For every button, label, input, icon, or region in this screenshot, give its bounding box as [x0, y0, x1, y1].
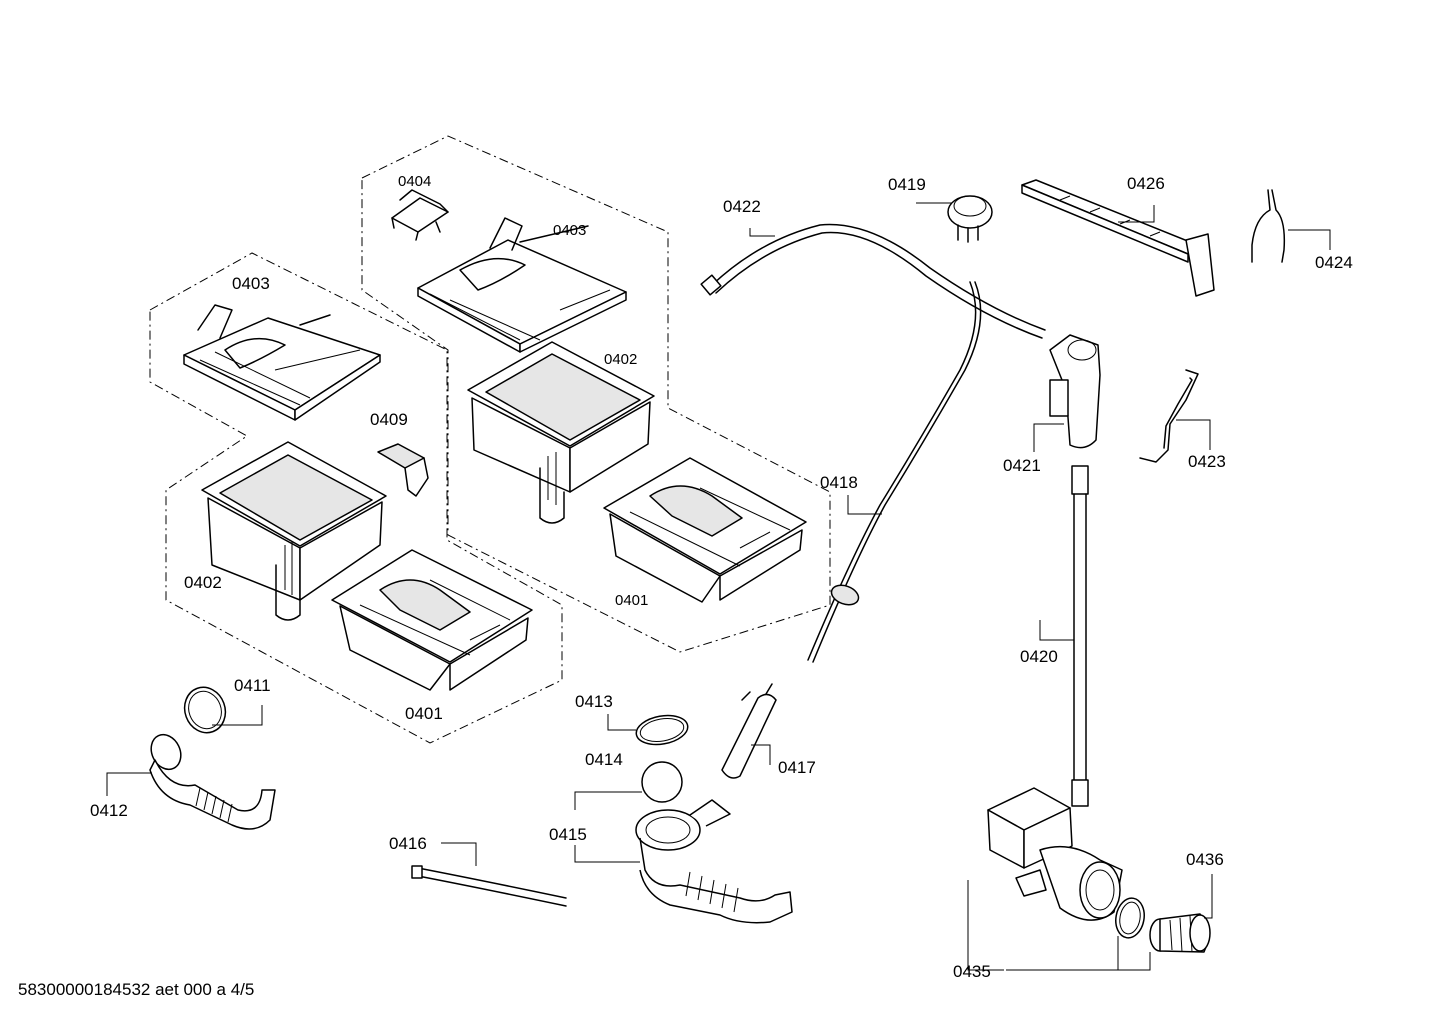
label-0403-left: 0403 — [232, 274, 270, 293]
label-0412: 0412 — [90, 801, 128, 820]
leader-lines — [106, 202, 1331, 971]
part-0436-filter — [1149, 913, 1211, 953]
label-0403-right: 0403 — [553, 222, 586, 239]
label-0404: 0404 — [398, 173, 431, 190]
label-0402-left: 0402 — [184, 573, 222, 592]
label-0435: 0435 — [953, 962, 991, 981]
part-0416-small-hose — [411, 865, 567, 907]
label-0414: 0414 — [585, 750, 623, 769]
label-0417: 0417 — [778, 758, 816, 777]
part-0403-right-cover — [417, 217, 627, 353]
part-0421-valve — [1049, 334, 1101, 449]
part-0436-seal — [1115, 897, 1145, 939]
part-0420-vertical-hose — [1071, 465, 1089, 807]
label-0415: 0415 — [549, 825, 587, 844]
label-0401-right: 0401 — [615, 592, 648, 609]
label-0418: 0418 — [820, 473, 858, 492]
part-0401-left-drawer-insert — [331, 549, 533, 691]
label-0411: 0411 — [234, 676, 271, 695]
label-0426: 0426 — [1127, 174, 1165, 193]
part-0418-cable — [807, 281, 982, 663]
part-0411-ring — [183, 686, 227, 734]
label-0402-right: 0402 — [604, 351, 637, 368]
right-assembly-outline — [361, 135, 831, 653]
label-0420: 0420 — [1020, 647, 1058, 666]
label-0419: 0419 — [888, 175, 926, 194]
part-0403-left-cover — [183, 304, 381, 421]
part-0422-hose — [700, 223, 1046, 339]
part-0402-right-drawer-box — [467, 341, 655, 524]
label-0436: 0436 — [1186, 850, 1224, 869]
part-0426-rail — [1021, 179, 1215, 297]
part-0413-seal — [635, 714, 689, 746]
label-0423: 0423 — [1188, 452, 1226, 471]
label-0421: 0421 — [1003, 456, 1041, 475]
part-0412-hose — [149, 733, 276, 830]
label-0409: 0409 — [370, 410, 408, 429]
part-0415-sump — [635, 799, 793, 924]
part-0409-clip — [377, 443, 429, 497]
part-0401-right-drawer-insert — [603, 457, 807, 603]
label-0416: 0416 — [389, 834, 427, 853]
part-0435-drain-pump — [987, 787, 1123, 921]
part-0417-cylinder — [721, 683, 777, 779]
part-0419-pressure-switch — [947, 195, 993, 243]
label-0401-left: 0401 — [405, 704, 443, 723]
part-0423-bent-pipe — [1139, 369, 1199, 463]
label-0422: 0422 — [723, 197, 761, 216]
document-footer-id: 58300000184532 aet 000 a 4/5 — [18, 980, 255, 999]
part-0402-left-drawer-box — [201, 441, 387, 621]
part-0424-hook — [1251, 189, 1286, 263]
label-0424: 0424 — [1315, 253, 1353, 272]
left-assembly-outline — [149, 252, 563, 744]
part-0404-bracket — [391, 189, 449, 241]
part-0414-ball — [641, 761, 683, 803]
label-0413: 0413 — [575, 692, 613, 711]
